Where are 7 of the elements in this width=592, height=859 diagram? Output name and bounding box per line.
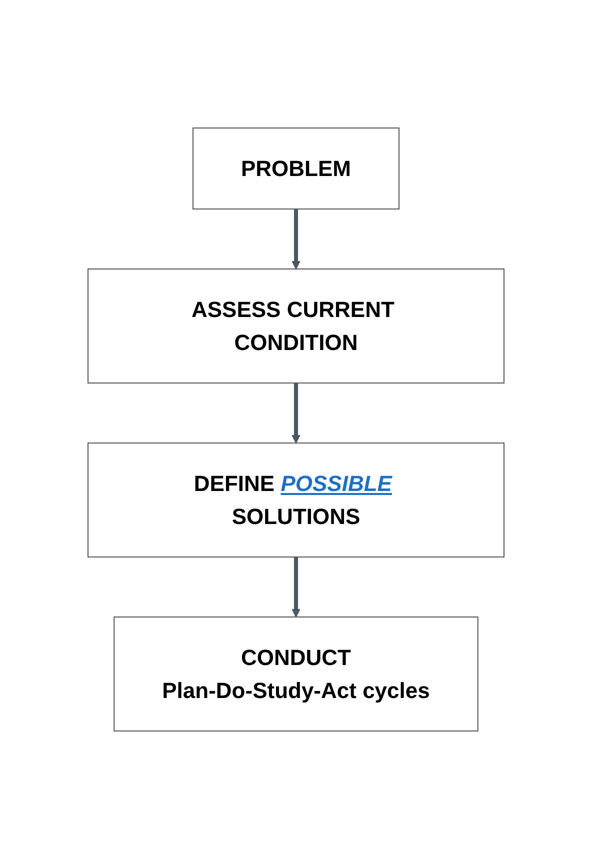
arrow bbox=[292, 209, 300, 270]
node-box: CONDUCT Plan-Do-Study-Act cycles bbox=[114, 616, 478, 732]
node-box: PROBLEM bbox=[192, 128, 400, 210]
arrow bbox=[292, 557, 300, 618]
arrow bbox=[292, 383, 300, 444]
node-box: ASSESS CURRENT CONDITION bbox=[88, 268, 504, 384]
node-box: DEFINE POSSIBLE SOLUTIONS bbox=[88, 442, 504, 558]
